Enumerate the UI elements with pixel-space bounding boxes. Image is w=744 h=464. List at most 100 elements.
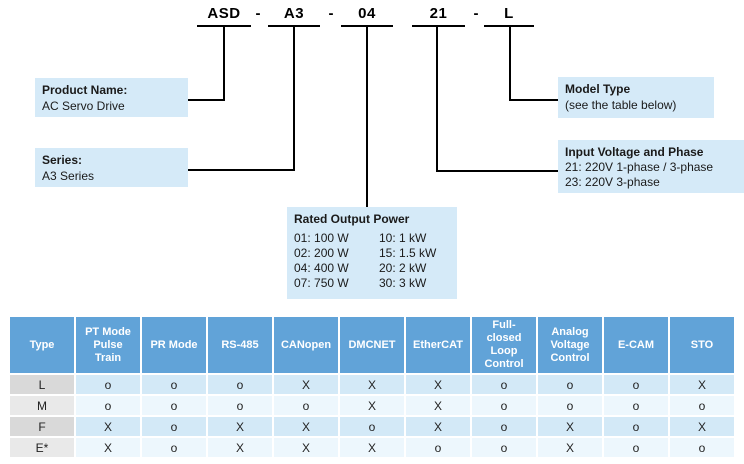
- table-row-M: M o o o o X X o o o o: [10, 396, 734, 415]
- support-cell: o: [208, 375, 272, 394]
- callout-product-name: Product Name: AC Servo Drive: [35, 78, 188, 117]
- rated-power-item: 15: 1.5 kW: [379, 246, 437, 260]
- support-cell: o: [604, 375, 668, 394]
- support-cell: o: [274, 396, 338, 415]
- header-sto: STO: [670, 317, 734, 373]
- callout-title: Model Type: [565, 82, 631, 96]
- table-row-E: E* X o X X X o o X o o: [10, 438, 734, 457]
- connector-line: [366, 26, 368, 207]
- rated-power-item: 04: 400 W: [294, 261, 349, 275]
- type-cell: E*: [10, 438, 74, 457]
- support-cell: X: [538, 438, 602, 457]
- callout-text: AC Servo Drive: [42, 99, 125, 113]
- type-cell: L: [10, 375, 74, 394]
- support-cell: o: [538, 396, 602, 415]
- support-cell: X: [274, 417, 338, 436]
- support-cell: o: [472, 375, 536, 394]
- support-cell: o: [142, 417, 206, 436]
- support-cell: o: [76, 396, 140, 415]
- support-cell: o: [472, 438, 536, 457]
- support-cell: X: [670, 375, 734, 394]
- callout-title: Rated Output Power: [294, 212, 410, 226]
- connector-line: [293, 26, 295, 171]
- callout-model-type: Model Type (see the table below): [558, 77, 714, 118]
- support-cell: o: [472, 417, 536, 436]
- header-ecam: E-CAM: [604, 317, 668, 373]
- header-canopen: CANopen: [274, 317, 338, 373]
- model-segment-voltage: 21: [412, 5, 465, 27]
- support-cell: o: [472, 396, 536, 415]
- model-separator: -: [255, 5, 261, 22]
- rated-power-list: 01: 100 W 10: 1 kW 02: 200 W 15: 1.5 kW …: [294, 231, 450, 291]
- support-cell: X: [406, 396, 470, 415]
- rated-power-item: 20: 2 kW: [379, 261, 427, 275]
- header-pr-mode: PR Mode: [142, 317, 206, 373]
- table-row-L: L o o o X X X o o o X: [10, 375, 734, 394]
- model-segment-power: 04: [341, 5, 393, 27]
- callout-rated-power: Rated Output Power 01: 100 W 10: 1 kW 02…: [287, 207, 457, 299]
- support-cell: o: [406, 438, 470, 457]
- callout-series: Series: A3 Series: [35, 148, 188, 187]
- support-cell: o: [538, 375, 602, 394]
- connector-line: [436, 170, 558, 172]
- connector-line: [509, 26, 511, 101]
- header-analog-voltage: Analog Voltage Control: [538, 317, 602, 373]
- model-segment-product: ASD: [197, 5, 251, 27]
- support-cell: o: [142, 375, 206, 394]
- header-full-closed: Full-closed Loop Control: [472, 317, 536, 373]
- callout-title: Product Name:: [42, 83, 128, 97]
- header-pt-mode: PT Mode Pulse Train: [76, 317, 140, 373]
- support-cell: X: [406, 375, 470, 394]
- model-separator: -: [328, 5, 334, 22]
- header-rs485: RS-485: [208, 317, 272, 373]
- model-separator: -: [473, 5, 479, 22]
- model-segment-series: A3: [268, 5, 320, 27]
- support-cell: o: [670, 396, 734, 415]
- callout-text: A3 Series: [42, 169, 95, 183]
- type-cell: F: [10, 417, 74, 436]
- support-cell: X: [76, 438, 140, 457]
- rated-power-item: 30: 3 kW: [379, 276, 427, 290]
- rated-power-item: 07: 750 W: [294, 276, 349, 290]
- connector-line: [188, 169, 295, 171]
- header-type: Type: [10, 317, 74, 373]
- callout-text: 21: 220V 1-phase / 3-phase: [565, 160, 714, 174]
- connector-line: [509, 99, 558, 101]
- support-cell: o: [340, 417, 404, 436]
- callout-text: 23: 220V 3-phase: [565, 175, 660, 189]
- support-cell: o: [142, 396, 206, 415]
- header-ethercat: EtherCAT: [406, 317, 470, 373]
- support-cell: X: [274, 375, 338, 394]
- support-cell: X: [340, 396, 404, 415]
- support-cell: o: [76, 375, 140, 394]
- callout-title: Input Voltage and Phase: [565, 145, 704, 159]
- rated-power-item: 10: 1 kW: [379, 231, 427, 245]
- support-cell: X: [538, 417, 602, 436]
- support-cell: X: [208, 438, 272, 457]
- support-cell: X: [208, 417, 272, 436]
- table-header-row: Type PT Mode Pulse Train PR Mode RS-485 …: [10, 317, 734, 373]
- support-cell: X: [670, 417, 734, 436]
- callout-input-voltage: Input Voltage and Phase 21: 220V 1-phase…: [558, 140, 744, 193]
- connector-line: [436, 26, 438, 172]
- support-cell: o: [604, 417, 668, 436]
- support-cell: X: [406, 417, 470, 436]
- rated-power-item: 01: 100 W: [294, 231, 349, 245]
- type-cell: M: [10, 396, 74, 415]
- support-cell: o: [670, 438, 734, 457]
- table-row-F: F X o X X o X o X o X: [10, 417, 734, 436]
- callout-text: (see the table below): [565, 98, 677, 112]
- support-cell: X: [340, 375, 404, 394]
- support-cell: o: [604, 438, 668, 457]
- support-cell: X: [274, 438, 338, 457]
- feature-table: Type PT Mode Pulse Train PR Mode RS-485 …: [8, 315, 736, 459]
- connector-line: [223, 26, 225, 101]
- support-cell: X: [76, 417, 140, 436]
- callout-title: Series:: [42, 153, 83, 167]
- rated-power-item: 02: 200 W: [294, 246, 349, 260]
- support-cell: o: [208, 396, 272, 415]
- support-cell: o: [604, 396, 668, 415]
- header-dmcnet: DMCNET: [340, 317, 404, 373]
- support-cell: o: [142, 438, 206, 457]
